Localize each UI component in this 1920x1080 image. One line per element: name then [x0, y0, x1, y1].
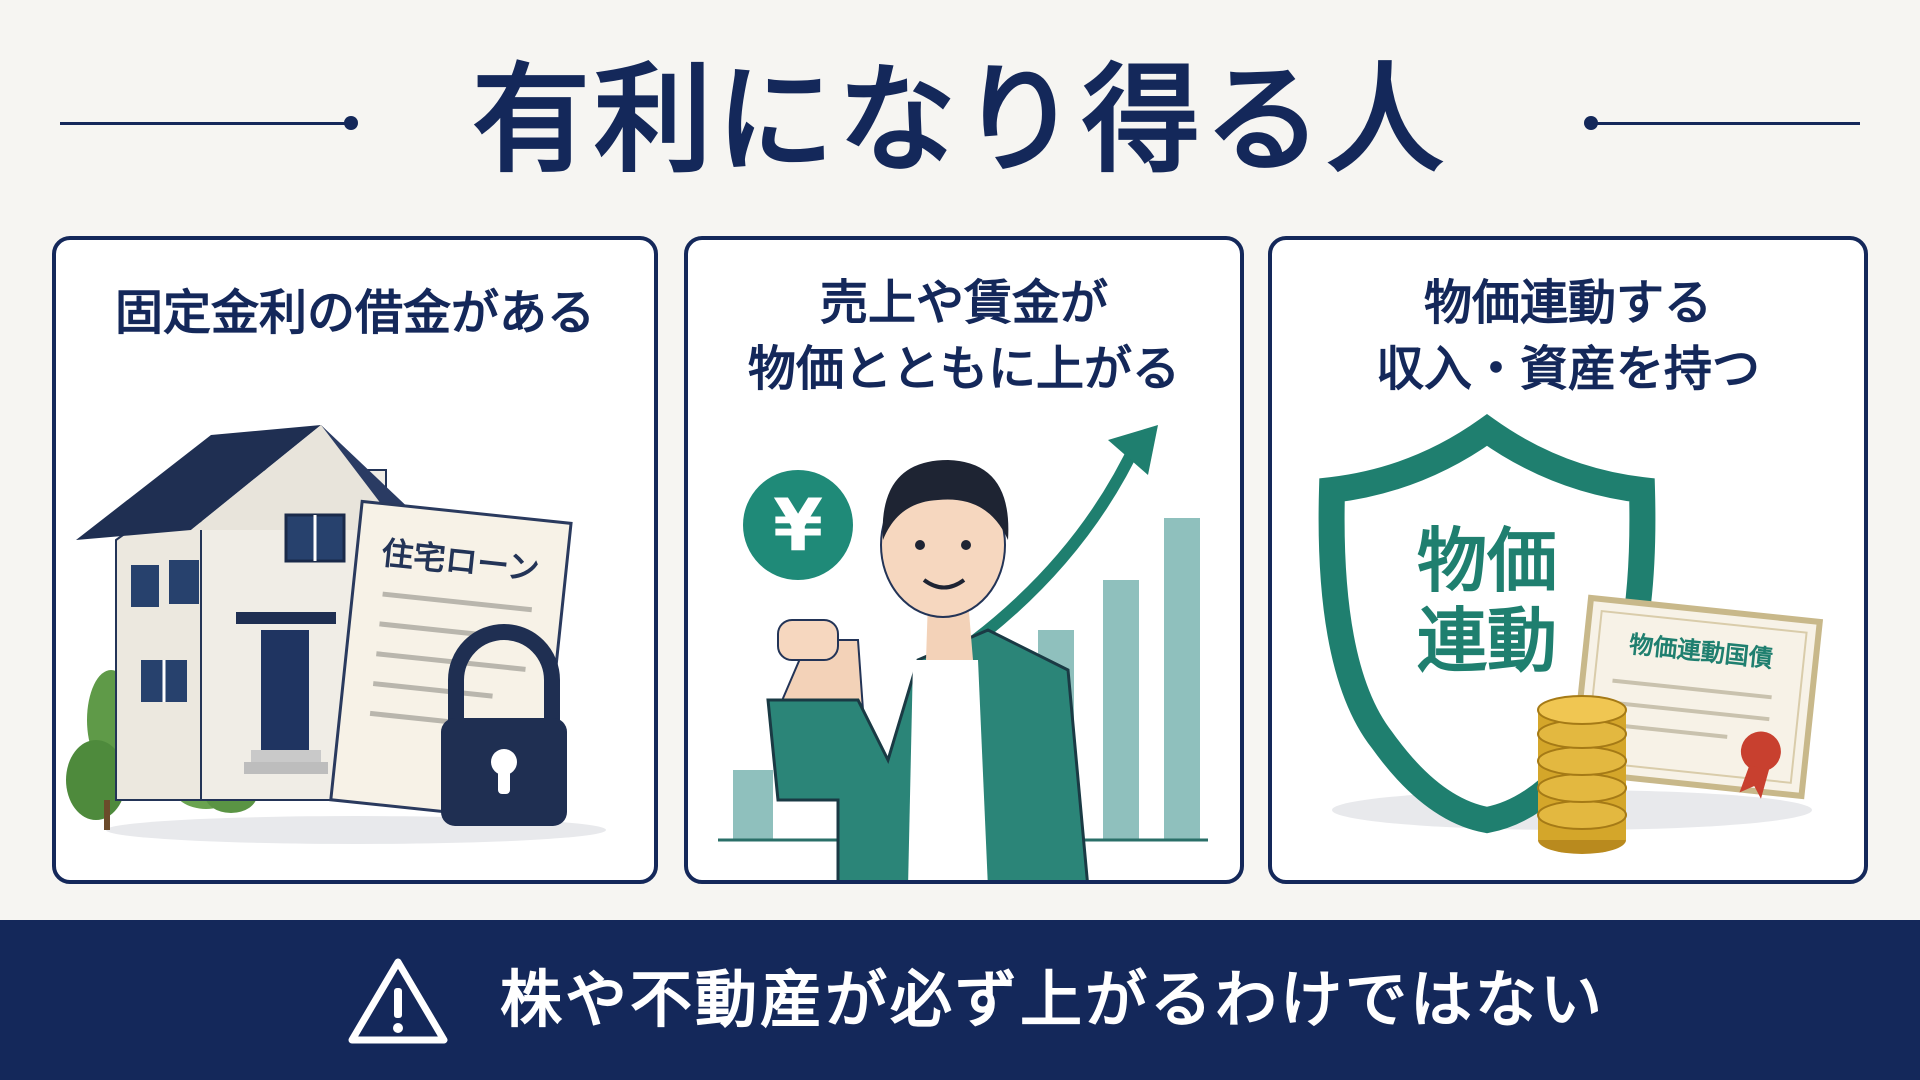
- title-dot-left: [344, 116, 358, 130]
- warning-banner: 株や不動産が必ず上がるわけではない: [0, 920, 1920, 1080]
- page-title: 有利になり得る人: [471, 51, 1448, 189]
- card-title-line: 物価とともに上がる: [747, 341, 1180, 397]
- card-title-line: 固定金利の借金がある: [114, 285, 595, 341]
- card-title-line: 売上や賃金が: [819, 275, 1108, 331]
- title-divider-right: [1590, 122, 1860, 125]
- padlock-icon: [448, 624, 560, 720]
- warning-text: 株や不動産が必ず上がるわけではない: [500, 963, 1606, 1036]
- card-inflation-linked-assets: 物価連動する 収入・資産を持つ 物価 連動 物価連動国債: [1268, 236, 1868, 884]
- card-title-line: 収入・資産を持つ: [1375, 341, 1760, 397]
- card-fixed-rate-loan: 固定金利の借金がある: [52, 236, 658, 884]
- card-title: 固定金利の借金がある: [56, 280, 654, 346]
- card-title: 物価連動する 収入・資産を持つ: [1272, 270, 1864, 402]
- card-title: 売上や賃金が 物価とともに上がる: [688, 270, 1240, 402]
- house-loan-illustration: 住宅ローン: [66, 425, 606, 844]
- yen-coin-icon: [743, 470, 853, 580]
- warning-icon: [348, 958, 448, 1044]
- seal-icon: [1740, 731, 1781, 772]
- coin-stack-icon: [1537, 695, 1627, 854]
- shield-text-line: 物価: [1417, 520, 1557, 602]
- card-title-line: 物価連動する: [1423, 275, 1712, 331]
- growth-illustration: ¥: [718, 425, 1208, 880]
- inflation-shield-illustration: 物価 連動 物価連動国債: [1318, 414, 1824, 854]
- title-divider-left: [60, 122, 350, 125]
- card-wage-growth: 売上や賃金が 物価とともに上がる ¥: [684, 236, 1244, 884]
- shield-text-line: 連動: [1417, 600, 1557, 682]
- yen-symbol: ¥: [773, 483, 823, 567]
- title-row: 有利になり得る人: [0, 40, 1920, 190]
